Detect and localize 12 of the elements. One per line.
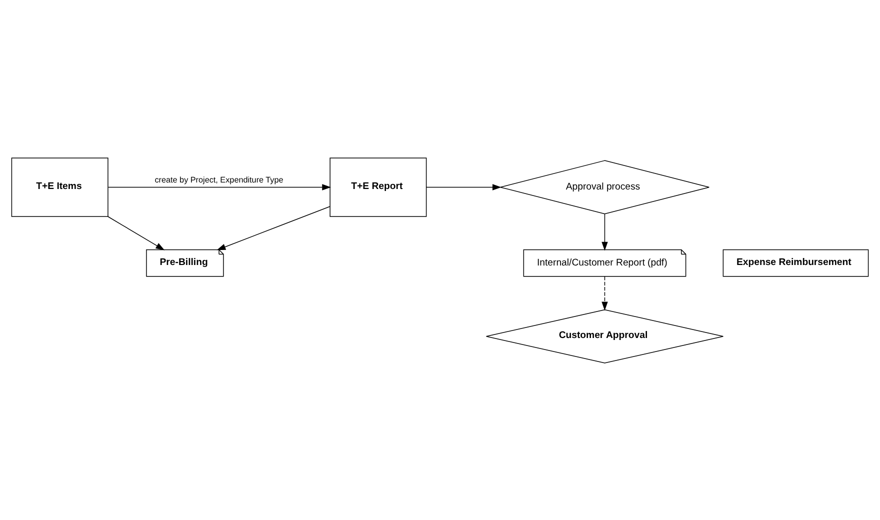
arrow <box>426 184 502 190</box>
node-box: Expense Reimbursement <box>722 248 869 276</box>
node-box: T+E Report <box>330 157 427 216</box>
arrow <box>602 276 608 310</box>
node-diamond: Customer Approval <box>486 308 724 363</box>
edge-label: create by Project, Expenditure Type <box>154 175 284 184</box>
arrow <box>108 184 332 190</box>
arrow <box>107 216 165 250</box>
arrow <box>216 206 330 250</box>
node-box: T+E Items <box>11 157 108 216</box>
arrow <box>602 213 608 250</box>
node-diamond: Approval process <box>500 160 710 214</box>
